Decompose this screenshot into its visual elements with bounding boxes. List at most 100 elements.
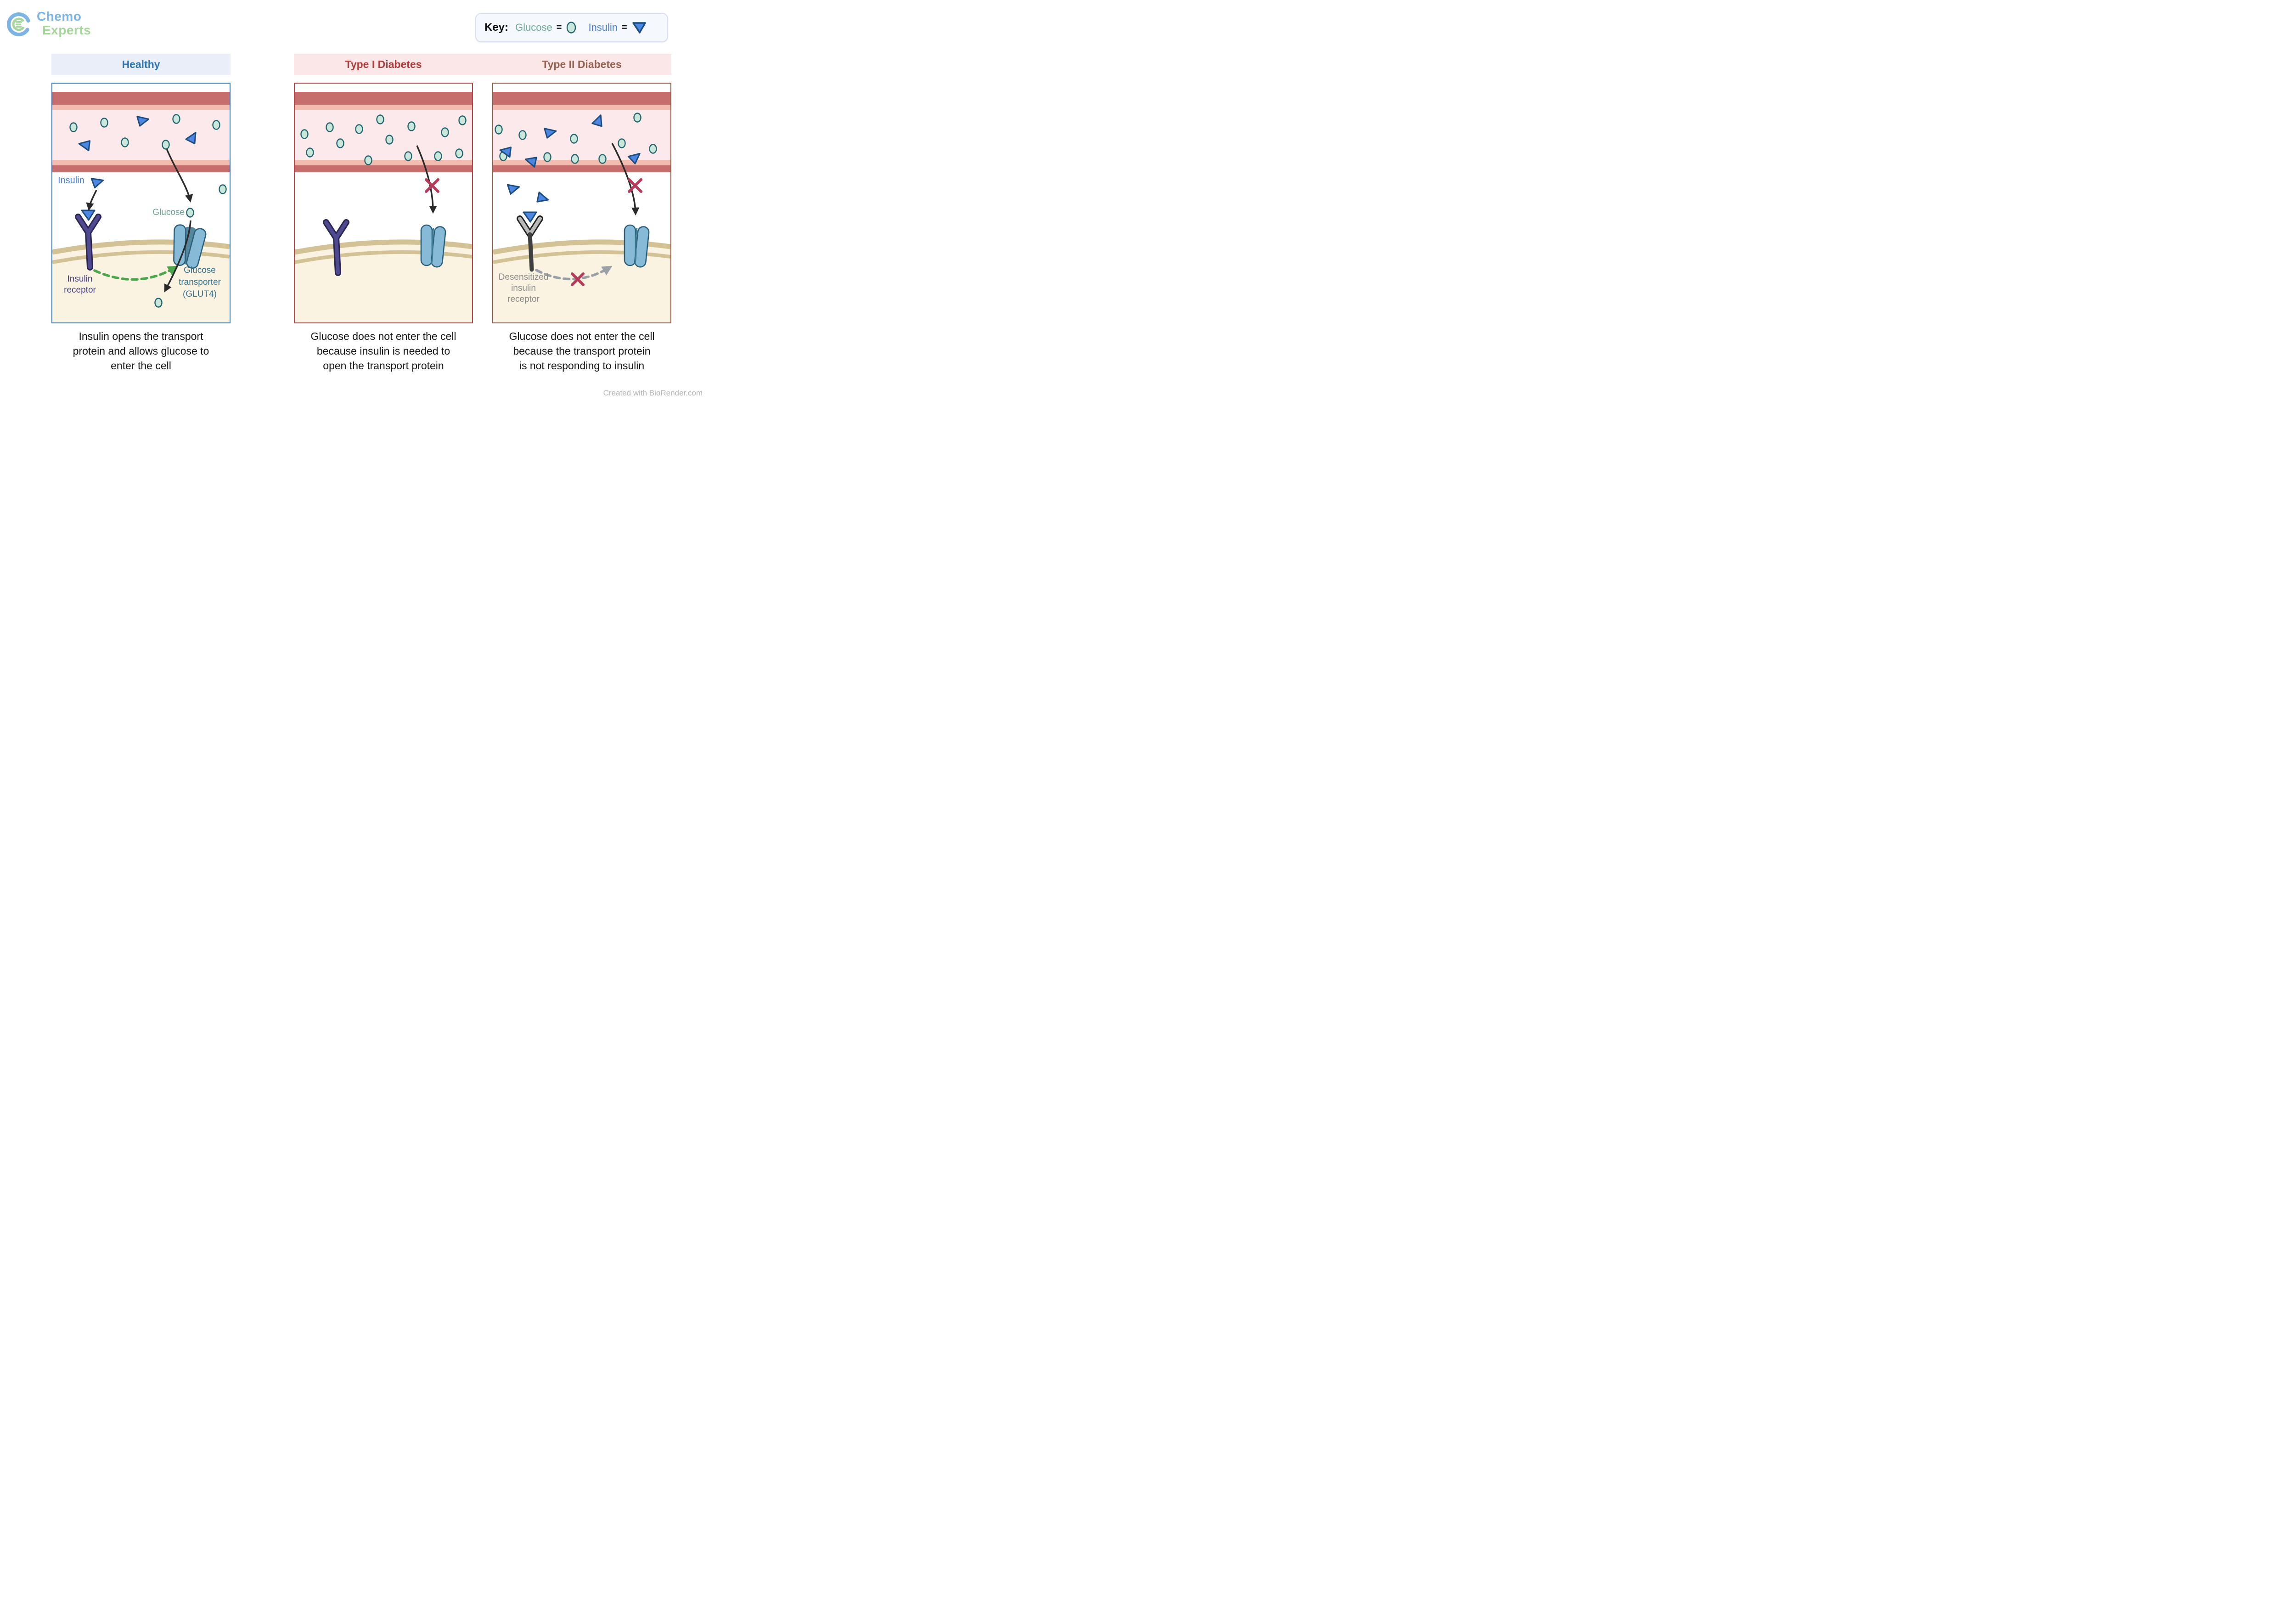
glucose-icon	[186, 208, 194, 218]
insulin-icon	[90, 178, 104, 189]
insulin-icon	[524, 157, 537, 168]
glucose-icon	[543, 152, 551, 162]
insulin-icon	[136, 116, 150, 127]
insulin-receptor-empty	[323, 219, 349, 276]
insulin-to-receptor-arrow	[86, 190, 97, 211]
blood-vessel	[493, 92, 670, 172]
glucose-into-cell-arrow	[164, 220, 191, 293]
insulin-icon	[536, 191, 549, 203]
insulin-layer	[78, 116, 197, 189]
glucose-transporter-label: Glucose transporter (GLUT4)	[179, 265, 221, 299]
cell-membrane	[295, 239, 472, 322]
header-type2-label: Type II Diabetes	[542, 58, 622, 70]
chemoexperts-logo: Chemo Experts	[6, 10, 91, 39]
glucose-icon	[407, 121, 416, 131]
blocked-x-icon	[628, 178, 642, 193]
insulin-icon	[632, 22, 646, 34]
header-diabetes-band: Type I Diabetes Type II Diabetes	[294, 54, 671, 75]
logo-word-chemo: Chemo	[37, 9, 82, 23]
glucose-icon	[212, 120, 220, 130]
flow-arrows	[416, 145, 437, 214]
docked-insulin-icon	[523, 211, 537, 223]
legend-glucose-label: Glucose	[515, 22, 552, 33]
signal-arrow	[93, 265, 178, 281]
legend-title: Key:	[484, 21, 509, 34]
glucose-blocked-arrow	[416, 145, 437, 214]
glucose-icon	[376, 114, 384, 124]
header-type1-label: Type I Diabetes	[345, 58, 422, 70]
blood-vessel	[295, 92, 472, 172]
logo-word-experts: Experts	[42, 23, 91, 37]
legend-glucose-equals: =	[556, 22, 562, 33]
blocked-x-icon	[425, 178, 439, 193]
glucose-icon	[172, 114, 180, 124]
insulin-label: Insulin	[58, 175, 84, 186]
header-healthy-label: Healthy	[122, 58, 160, 70]
glucose-icon	[434, 151, 442, 161]
glucose-icon	[336, 138, 344, 148]
glucose-icon	[570, 134, 578, 144]
type2-diagram	[493, 92, 670, 322]
glucose-icon	[618, 138, 626, 148]
chemoexperts-logo-icon	[7, 12, 31, 36]
caption-healthy: Insulin opens the transport protein and …	[73, 330, 209, 372]
insulin-icon	[627, 152, 641, 164]
glucose-icon	[455, 148, 463, 158]
glucose-from-vessel-arrow	[166, 148, 193, 203]
glucose-icon	[69, 122, 78, 132]
insulin-receptor-label: Insulin receptor	[64, 274, 96, 295]
glucose-icon	[598, 154, 607, 164]
blood-vessel	[52, 92, 230, 172]
insulin-icon	[591, 114, 602, 127]
infographic-canvas: Chemo Experts Key: Glucose = Insulin = H…	[0, 0, 710, 400]
flow-arrows	[86, 148, 193, 293]
legend-insulin-label: Insulin	[588, 22, 618, 33]
glucose-transporter-open	[173, 224, 207, 269]
insulin-icon	[499, 147, 512, 158]
legend-insulin-equals: =	[622, 22, 627, 33]
insulin-layer	[499, 114, 641, 203]
insulin-icon	[78, 140, 91, 152]
glucose-layer	[300, 114, 467, 165]
glucose-icon	[495, 124, 503, 135]
panel-type2: Desensitized insulin receptor	[492, 83, 671, 323]
glucose-icon	[385, 135, 394, 145]
glucose-icon	[326, 122, 334, 132]
insulin-icon	[506, 184, 520, 195]
healthy-diagram	[52, 92, 230, 322]
type1-diagram	[295, 92, 472, 322]
glucose-icon	[518, 130, 527, 140]
biorender-credit: Created with BioRender.com	[603, 389, 703, 397]
glucose-layer	[495, 113, 657, 164]
docked-insulin-icon	[81, 209, 96, 221]
panel-healthy: Insulin Glucose Insulin receptor Glucose…	[51, 83, 231, 323]
signal-x-icon	[571, 272, 585, 286]
legend-box: Key: Glucose = Insulin =	[475, 13, 668, 42]
glucose-label: Glucose	[152, 208, 185, 217]
desensitized-receptor-label: Desensitized insulin receptor	[498, 272, 549, 304]
glucose-icon	[300, 129, 309, 139]
glucose-icon	[219, 184, 227, 194]
header-healthy: Healthy	[51, 54, 231, 75]
glucose-icon	[100, 118, 108, 128]
caption-type1: Glucose does not enter the cell because …	[310, 330, 456, 372]
glucose-icon	[121, 137, 129, 147]
insulin-icon	[185, 132, 197, 145]
caption-type2: Glucose does not enter the cell because …	[509, 330, 655, 372]
glucose-icon	[633, 113, 642, 123]
insulin-icon	[544, 128, 557, 139]
desensitized-insulin-receptor	[517, 211, 543, 272]
glucose-icon	[162, 140, 170, 150]
panel-type1	[294, 83, 473, 323]
glucose-icon	[364, 155, 372, 165]
glucose-layer	[69, 114, 227, 308]
glucose-icon	[571, 154, 579, 164]
glucose-icon	[441, 127, 449, 137]
glucose-icon	[649, 144, 657, 154]
insulin-receptor	[75, 209, 101, 271]
glucose-icon	[404, 151, 412, 161]
glucose-icon	[567, 22, 576, 34]
glucose-icon	[154, 298, 163, 308]
glucose-icon	[355, 124, 363, 134]
signal-arrow-failed	[535, 265, 613, 281]
